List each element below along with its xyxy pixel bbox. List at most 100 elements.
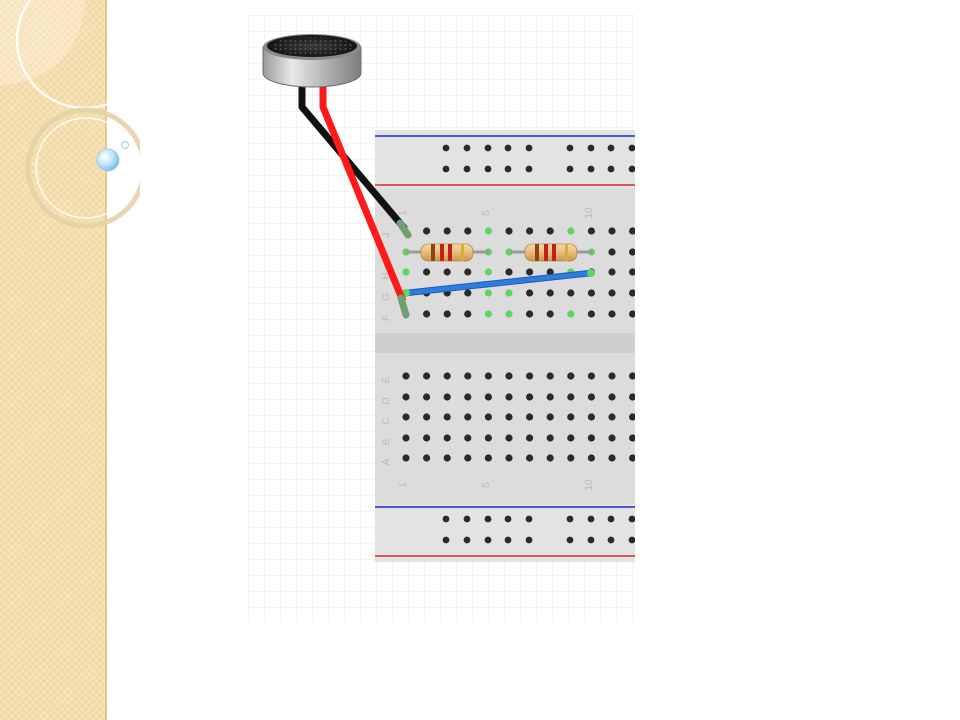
hole	[629, 454, 635, 462]
hole	[484, 393, 492, 401]
rail-hole	[463, 144, 471, 152]
hole	[505, 248, 513, 256]
hole	[587, 289, 595, 297]
hole	[567, 372, 575, 380]
hole	[443, 372, 451, 380]
hole	[608, 372, 616, 380]
hole	[608, 310, 616, 318]
hole	[546, 289, 554, 297]
hole	[505, 454, 513, 462]
hole	[608, 434, 616, 442]
rail-hole	[587, 144, 595, 152]
rail-hole	[484, 165, 492, 173]
rail-hole	[587, 536, 595, 544]
hole	[464, 393, 472, 401]
hole	[526, 268, 534, 276]
rail-hole	[525, 536, 533, 544]
rail-hole	[628, 165, 635, 173]
hole	[402, 372, 410, 380]
rail-hole	[504, 515, 512, 523]
hole	[526, 454, 534, 462]
hole	[629, 248, 635, 256]
rail-hole	[566, 144, 574, 152]
hole	[608, 393, 616, 401]
hole	[546, 393, 554, 401]
hole	[546, 268, 554, 276]
hole	[423, 268, 431, 276]
resistor-2	[510, 243, 593, 262]
hole	[402, 248, 410, 256]
hole	[526, 393, 534, 401]
column-number: 1	[398, 482, 409, 488]
column-number: 10	[584, 479, 595, 491]
hole	[629, 393, 635, 401]
hole	[587, 434, 595, 442]
hole	[505, 372, 513, 380]
hole	[567, 393, 575, 401]
hole	[608, 454, 616, 462]
hole	[464, 289, 472, 297]
hole	[505, 289, 513, 297]
hole	[484, 413, 492, 421]
hole	[402, 393, 410, 401]
rail-hole	[442, 144, 450, 152]
rail-hole	[566, 536, 574, 544]
hole	[587, 454, 595, 462]
lead-tip-red	[397, 294, 410, 319]
hole	[567, 413, 575, 421]
center-channel	[375, 333, 635, 353]
row-label: C	[381, 417, 392, 424]
hole	[423, 310, 431, 318]
rail-hole	[525, 515, 533, 523]
hole	[443, 434, 451, 442]
hole	[464, 372, 472, 380]
hole	[526, 289, 534, 297]
hole	[443, 454, 451, 462]
hole	[423, 454, 431, 462]
hole	[464, 454, 472, 462]
hole	[505, 393, 513, 401]
hole	[629, 434, 635, 442]
hole	[402, 413, 410, 421]
hole	[484, 434, 492, 442]
hole	[546, 413, 554, 421]
rail-hole	[566, 515, 574, 523]
resistor-1	[406, 243, 489, 262]
column-number: 10	[584, 207, 595, 219]
deco-wedge	[0, 0, 85, 85]
power-rail-bottom	[375, 504, 635, 562]
row-label: G	[381, 293, 392, 301]
hole	[484, 268, 492, 276]
hole	[629, 372, 635, 380]
hole	[567, 289, 575, 297]
rail-hole	[628, 144, 635, 152]
hole	[587, 413, 595, 421]
rail-hole	[484, 515, 492, 523]
hole	[443, 310, 451, 318]
row-label: F	[381, 315, 392, 321]
row-label: J	[381, 233, 392, 238]
hole	[505, 268, 513, 276]
decorative-circles	[0, 0, 140, 229]
rail-hole	[442, 515, 450, 523]
row-label: D	[381, 397, 392, 404]
hole	[526, 413, 534, 421]
hole	[629, 310, 635, 318]
hole	[423, 393, 431, 401]
hole	[402, 268, 410, 276]
hole	[423, 372, 431, 380]
rail-hole	[628, 536, 635, 544]
hole	[567, 310, 575, 318]
rail-hole	[484, 144, 492, 152]
column-number: 1	[398, 210, 409, 216]
rail-hole	[504, 536, 512, 544]
hole	[423, 413, 431, 421]
hole	[546, 372, 554, 380]
breadboard	[375, 130, 635, 562]
rail-hole	[463, 515, 471, 523]
jumper-wire-blue	[402, 269, 595, 297]
lead-tip-black	[396, 219, 412, 239]
hole	[526, 372, 534, 380]
hole	[423, 434, 431, 442]
